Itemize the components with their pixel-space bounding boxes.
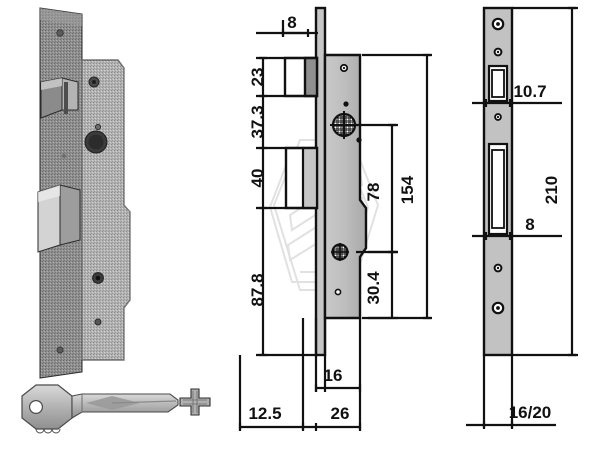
dim-87-8-label: 87.8 (248, 273, 267, 306)
section-right-dimension-chain (356, 53, 432, 320)
dim-8b-label: 8 (525, 215, 534, 234)
dim-16-20-label: 16/20 (509, 403, 552, 422)
side-section-view (283, 6, 368, 357)
dim-8-label: 8 (287, 13, 296, 32)
dim-23-label: 23 (248, 68, 267, 87)
dim-30-4-label: 30.4 (364, 271, 383, 305)
dim-16-label: 16 (324, 366, 343, 385)
cross-spindle (179, 388, 211, 416)
dim-154-label: 154 (398, 175, 417, 204)
dim-12-5-label: 12.5 (248, 404, 281, 423)
dim-26-label: 26 (331, 404, 350, 423)
dim-40-label: 40 (248, 169, 267, 188)
key (21, 384, 179, 434)
section-bottom-dimension-chain (238, 318, 362, 431)
faceplate-front-view (482, 6, 514, 357)
dim-210-label: 210 (542, 176, 561, 204)
dim-78-label: 78 (364, 183, 383, 202)
lock-body-photo (37, 7, 131, 379)
dim-37-3-label: 37.3 (248, 105, 267, 138)
faceplate-dimension-lines (466, 6, 578, 429)
dim-10-7-label: 10.7 (513, 82, 546, 101)
section-left-dimension-chain (256, 20, 318, 357)
